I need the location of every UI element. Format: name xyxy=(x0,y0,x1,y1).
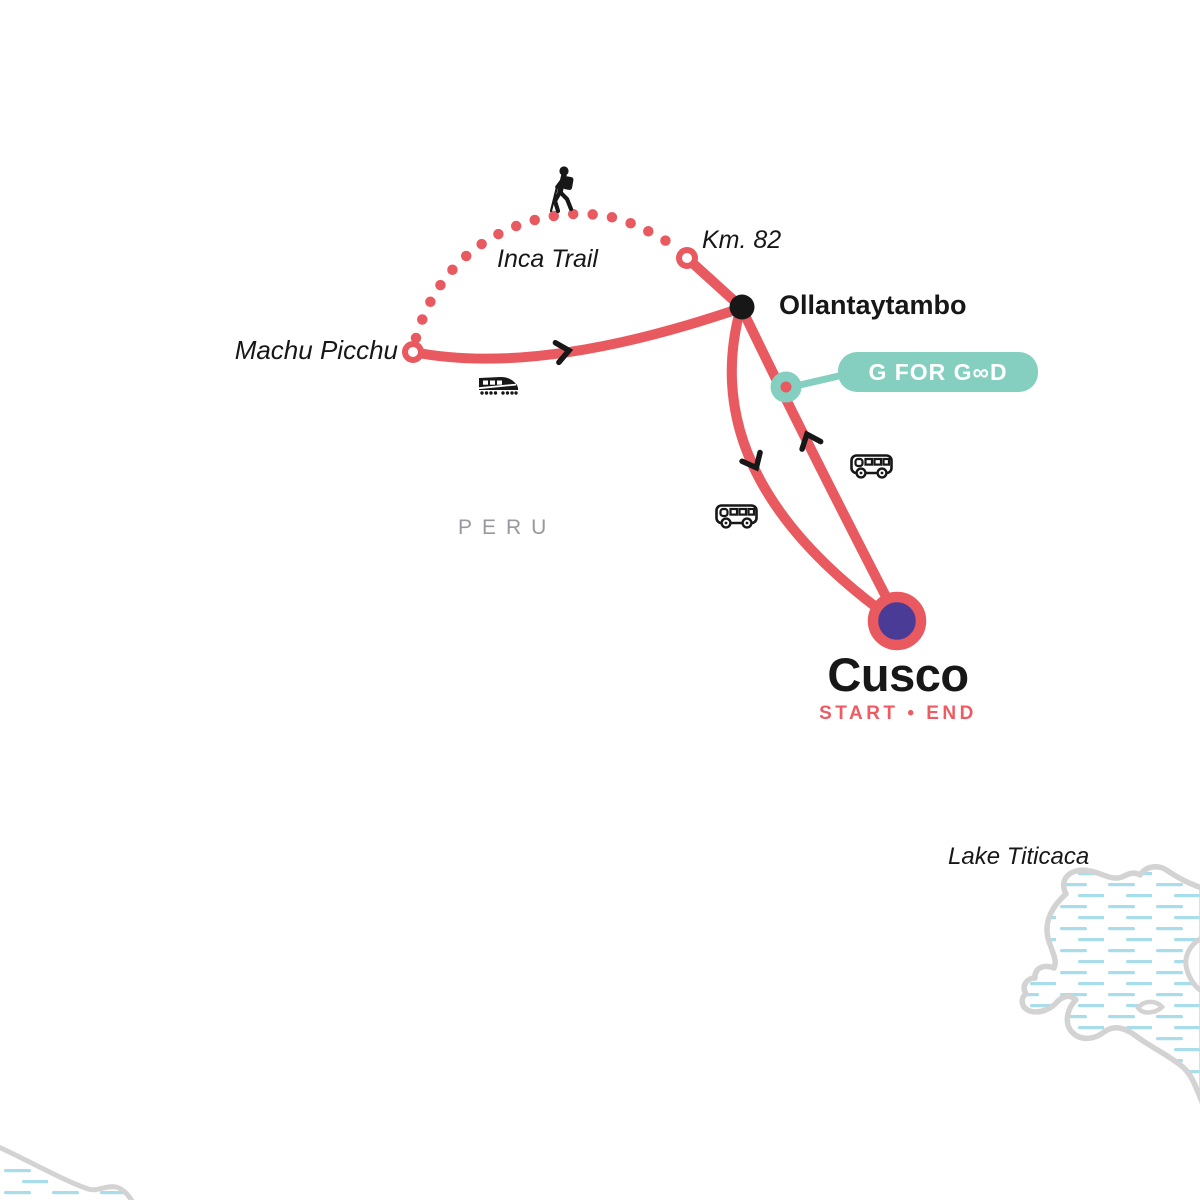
direction-chevron xyxy=(739,449,763,472)
marker-ollantaytambo xyxy=(729,294,755,320)
lake-island xyxy=(1135,999,1166,1015)
label-cusco: Cusco xyxy=(827,648,969,701)
g-for-good-callout xyxy=(770,352,1038,403)
g-for-good-badge-label: G FOR G∞D xyxy=(868,358,1008,385)
label-lake-titicaca: Lake Titicaca xyxy=(948,843,1090,870)
route-km82-ollantaytambo xyxy=(682,253,746,312)
label-km82: Km. 82 xyxy=(702,226,782,254)
route-inca-trail-dotted xyxy=(410,208,685,344)
label-inca-trail: Inca Trail xyxy=(497,245,598,273)
label-machu-picchu: Machu Picchu xyxy=(234,335,398,365)
bottom-left-water-shape xyxy=(0,1144,135,1200)
label-ollantaytambo: Ollantaytambo xyxy=(779,290,967,320)
direction-chevron xyxy=(552,339,574,366)
lake-titicaca-shape xyxy=(1019,864,1200,1104)
direction-chevron xyxy=(799,430,824,452)
bus-icon xyxy=(850,454,893,479)
marker-machu-picchu xyxy=(402,341,424,363)
route-cusco-ollantaytambo-outbound xyxy=(736,302,902,623)
label-cusco-start-end: START • END xyxy=(819,703,977,724)
route-ollantaytambo-cusco-return xyxy=(726,302,900,626)
label-country-peru: PERU xyxy=(458,516,557,539)
hiker-icon xyxy=(549,166,574,214)
lake-island xyxy=(1183,936,1200,993)
train-icon xyxy=(478,377,518,395)
marker-km82 xyxy=(676,247,698,269)
g-for-good-badge xyxy=(838,352,1038,392)
bus-icon xyxy=(715,504,758,529)
marker-cusco-start-end xyxy=(867,591,927,651)
route-train-machu-ollantaytambo xyxy=(408,303,746,364)
